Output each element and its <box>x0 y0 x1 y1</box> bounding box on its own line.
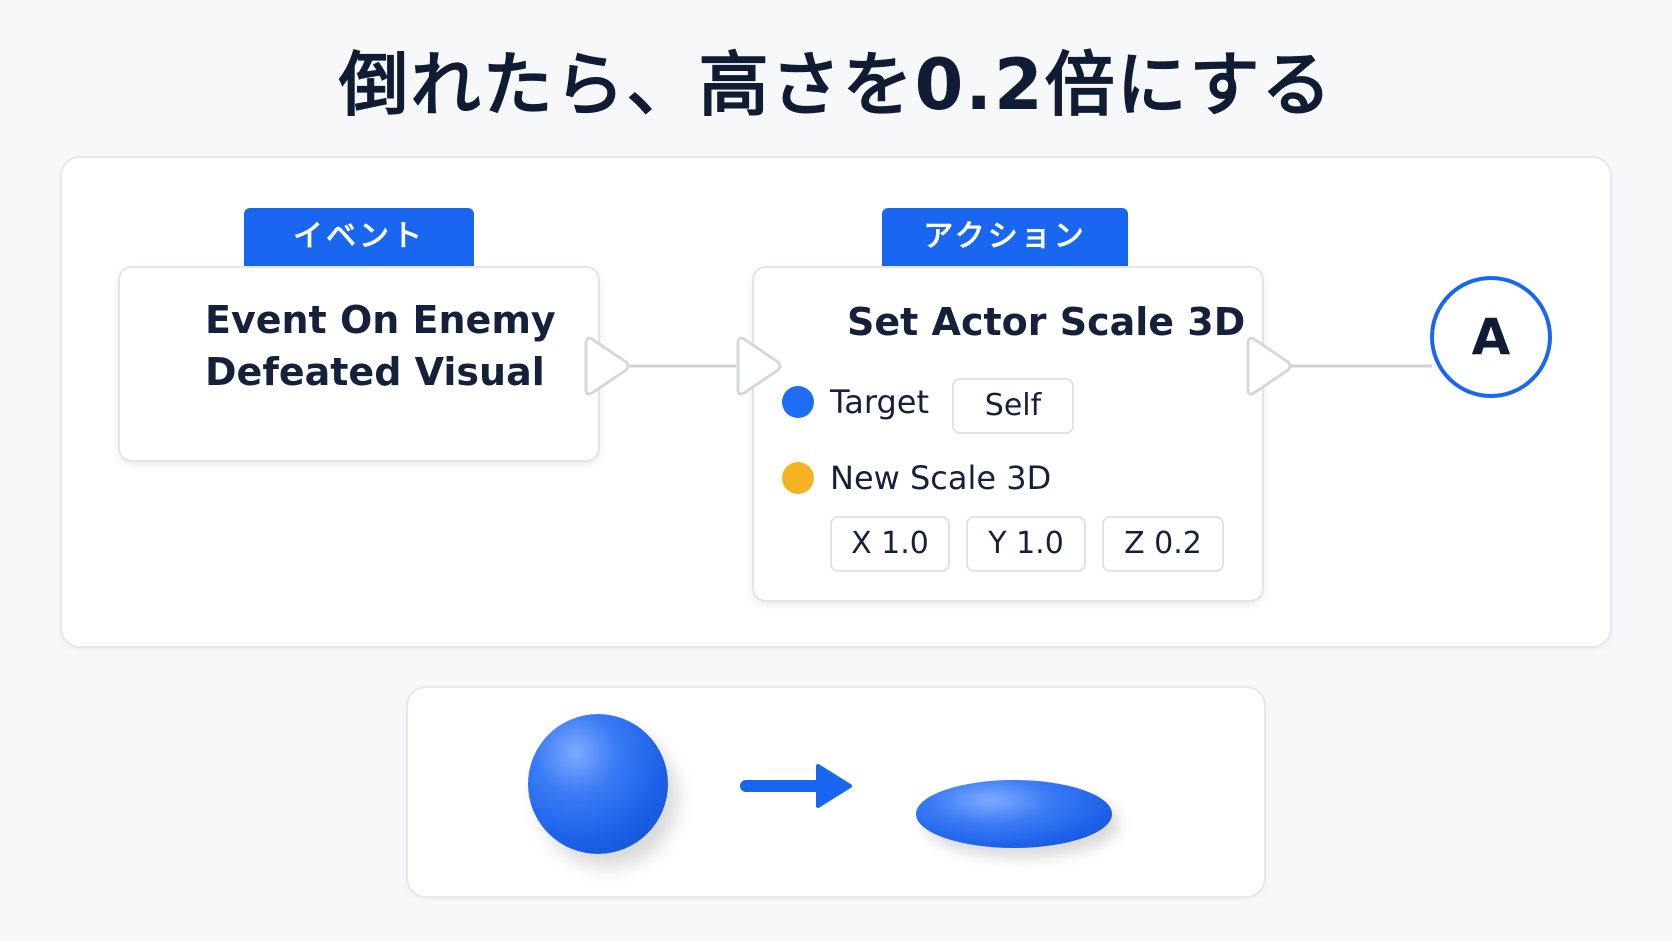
sphere-before-icon <box>528 714 668 854</box>
scale-y-field[interactable]: Y 1.0 <box>966 516 1086 572</box>
scale-label: New Scale 3D <box>830 459 1052 497</box>
page-title: 倒れたら、高さを0.2倍にする <box>338 44 1334 126</box>
connector-a[interactable]: A <box>1430 276 1552 398</box>
action-tag: アクション <box>882 208 1128 266</box>
scale-z-field[interactable]: Z 0.2 <box>1102 516 1224 572</box>
target-value-field[interactable]: Self <box>952 378 1074 434</box>
arrow-right-icon <box>740 764 852 808</box>
event-node[interactable] <box>118 266 600 462</box>
flattened-sphere-icon <box>916 780 1112 848</box>
scale-x-field[interactable]: X 1.0 <box>830 516 950 572</box>
target-pin-icon[interactable] <box>782 386 814 418</box>
action-title: Set Actor Scale 3D <box>847 300 1246 344</box>
scale-pin-icon[interactable] <box>782 462 814 494</box>
event-title-line-1: Event On Enemy <box>205 298 556 342</box>
event-tag: イベント <box>244 208 474 266</box>
target-label: Target <box>830 383 929 421</box>
event-title-line-2: Defeated Visual <box>205 350 545 394</box>
